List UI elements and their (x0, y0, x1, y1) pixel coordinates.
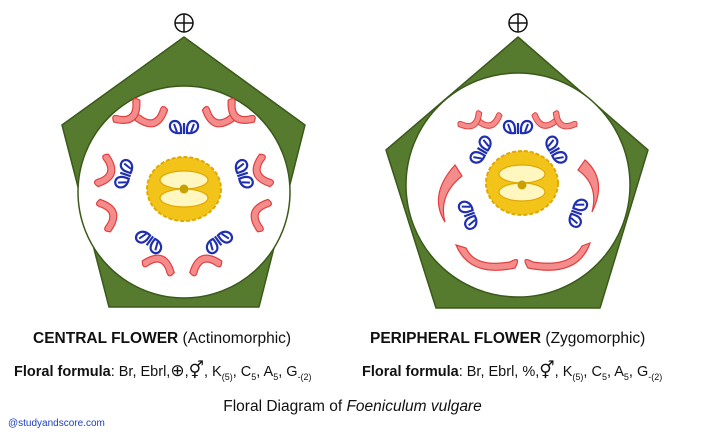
peripheral-flower-title: PERIPHERAL FLOWER (Zygomorphic) (370, 330, 645, 348)
diagram-title-prefix: Floral Diagram of (223, 398, 347, 415)
petal (454, 244, 519, 271)
diagram-title: Floral Diagram of Foeniculum vulgare (0, 398, 705, 416)
petal (524, 241, 591, 271)
corolla (437, 108, 600, 271)
corolla-count: C5 (240, 364, 257, 382)
mother-axis-icon (508, 13, 528, 33)
central-flower (61, 13, 306, 308)
central-flower-symmetry: (Actinomorphic) (182, 330, 292, 347)
formula-label: Floral formula (14, 364, 111, 380)
petal (437, 164, 463, 223)
gynoecium-count: G-(2) (636, 364, 663, 382)
central-flower-heading: CENTRAL FLOWER (33, 330, 179, 347)
peripheral-flower-symmetry: (Zygomorphic) (545, 330, 646, 347)
central-flower-formula: Floral formula: Br, Ebrl,⊕,⚥, K(5), C5, … (14, 361, 312, 382)
zygomorphic-symbol: % (522, 364, 536, 380)
androecium-count: A5 (614, 364, 629, 382)
bisexual-symbol: ⚥ (188, 361, 204, 380)
gynoecium (485, 150, 559, 216)
calyx-count: K(5) (212, 364, 233, 382)
gynoecium-count: G-(2) (286, 364, 312, 382)
peripheral-flower-heading: PERIPHERAL FLOWER (370, 330, 542, 347)
gynoecium (146, 156, 222, 222)
central-flower-title: CENTRAL FLOWER (Actinomorphic) (33, 330, 291, 348)
formula-prefix: : Br, Ebrl, (110, 364, 171, 380)
bisexual-symbol: ⚥ (539, 361, 555, 380)
calyx-count: K(5) (562, 364, 584, 382)
petal (577, 159, 600, 213)
species-name: Foeniculum vulgare (346, 398, 482, 415)
peripheral-flower (385, 13, 649, 309)
androecium-count: A5 (263, 364, 279, 382)
mother-axis-icon (174, 13, 194, 33)
corolla-count: C5 (591, 364, 607, 382)
formula-prefix: : Br, Ebrl, (458, 364, 519, 380)
peripheral-flower-formula: Floral formula: Br, Ebrl, %,⚥, K(5), C5,… (362, 361, 663, 382)
source-credit: @studyandscore.com (8, 418, 105, 429)
actinomorphic-symbol: ⊕ (170, 361, 185, 380)
formula-label: Floral formula (362, 364, 459, 380)
